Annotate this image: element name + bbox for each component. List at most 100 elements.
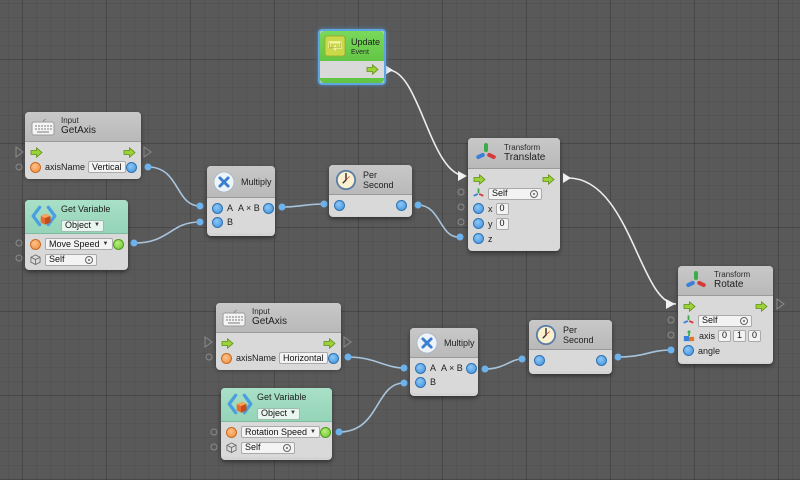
output-label: A × B [238,203,260,213]
input-a-port[interactable] [212,202,223,214]
get-variable-move-speed-node[interactable]: Get Variable Object▼ Move Speed▼ Self [25,200,128,270]
per-second-node-1[interactable]: Per Second [329,165,412,217]
node-title: Translate [504,151,546,163]
object-picker-icon[interactable] [283,443,291,452]
input-port[interactable] [334,199,345,211]
value-wire-multiply2-to-persecond2 [484,358,523,370]
value-wire-rotspeed-to-multiply2-b [338,382,405,433]
value-wire-multiply1-to-persecond1 [281,203,325,208]
keyboard-icon [222,309,246,327]
axis-x-field[interactable]: 0 [718,329,732,342]
input-b-label: B [430,377,437,387]
axis-value-output-port[interactable] [125,161,137,173]
flow-in-arrow-icon[interactable] [30,147,43,158]
transform-icon [684,269,708,293]
output-port[interactable] [396,199,407,211]
variable-name-value: Move Speed [49,238,100,249]
output-port[interactable] [465,362,477,374]
variable-kind-dropdown[interactable]: Object▼ [61,219,104,232]
target-field[interactable]: Self [45,253,97,266]
value-wire-movespeed-to-multiply-b [133,221,201,244]
axis-name-field[interactable]: Vertical [88,161,126,173]
target-field[interactable]: Self [241,441,295,454]
variable-name-dropdown[interactable]: Move Speed▼ [45,238,113,250]
node-title: Get Variable [257,392,307,402]
value-wire-vertical-to-multiply-a [147,166,201,207]
transform-small-icon [473,188,484,199]
axis-value-output-port[interactable] [327,352,339,364]
output-port[interactable] [262,202,274,214]
output-port[interactable] [596,354,607,366]
transform-translate-node[interactable]: Transform Translate Self x 0 [468,138,560,251]
object-cube-icon [30,254,41,265]
input-b-label: B [227,217,234,227]
axis-name-port[interactable] [30,161,41,173]
input-b-port[interactable] [212,216,223,228]
axis-name-field[interactable]: Horizontal [279,352,328,364]
keyboard-icon [31,118,55,136]
node-title: Rotate [714,279,744,290]
multiply-node-2[interactable]: Multiply A A × B B [410,328,478,396]
value-output-port[interactable] [320,426,331,438]
flow-out-arrow-icon[interactable] [323,338,336,349]
multiply-icon [213,171,235,193]
object-picker-icon[interactable] [530,189,538,198]
variable-kind-value: Object [65,220,92,230]
chevron-down-icon: ▼ [102,240,109,247]
transform-rotate-node[interactable]: Transform Rotate Self axis 0 1 [678,266,773,364]
axis-name-port[interactable] [221,352,232,364]
variable-kind-dropdown[interactable]: Object▼ [257,407,300,420]
flow-out-arrow-icon[interactable] [542,174,555,185]
input-port[interactable] [534,354,545,366]
value-output-port[interactable] [112,238,124,250]
node-subtitle: Event [351,48,369,56]
node-title: GetAxis [252,316,288,327]
flow-in-arrow-icon[interactable] [473,174,486,185]
variable-name-port[interactable] [30,238,41,250]
angle-port[interactable] [683,345,694,356]
node-title: Multiply [444,337,475,348]
variable-name-port[interactable] [226,426,237,438]
node-category: Transform [714,270,751,279]
transform-icon [474,141,498,165]
input-a-port[interactable] [415,362,426,374]
flow-in-arrow-icon[interactable] [683,301,696,312]
axis-z-field[interactable]: 0 [748,329,762,342]
chevron-down-icon: ▼ [310,428,316,435]
value-wire-persecond2-to-rotate-angle [617,349,672,358]
object-picker-icon[interactable] [85,255,93,264]
multiply-icon [416,332,438,354]
y-port[interactable] [473,218,484,229]
variable-kind-value: Object [261,408,288,418]
target-field[interactable]: Self [488,187,542,200]
variable-name-dropdown[interactable]: Rotation Speed▼ [241,426,320,438]
variable-icon [31,203,57,229]
flow-out-arrow-icon[interactable] [123,147,136,158]
axis-vector-icon [683,330,695,342]
object-picker-icon[interactable] [740,316,748,325]
update-event-node[interactable]: Update Event [318,29,386,85]
y-label: y [488,218,493,229]
x-port[interactable] [473,203,484,214]
target-value: Self [49,254,65,264]
get-axis-vertical-node[interactable]: Input GetAxis axisName Vertical [25,112,141,179]
axis-y-field[interactable]: 1 [733,329,747,342]
input-b-port[interactable] [415,376,426,388]
node-title: Update [351,36,381,47]
flow-out-arrow-icon[interactable] [755,301,768,312]
flow-out-arrow-icon[interactable] [366,64,379,75]
x-field[interactable]: 0 [495,202,509,215]
chevron-down-icon: ▼ [290,410,296,416]
y-field[interactable]: 0 [495,217,509,230]
node-title: Per Second [563,324,594,345]
get-axis-horizontal-node[interactable]: Input GetAxis axisName Horizontal [216,303,341,370]
z-port[interactable] [473,233,484,244]
target-field[interactable]: Self [698,314,752,327]
per-second-node-2[interactable]: Per Second [529,320,612,374]
flow-in-arrow-icon[interactable] [221,338,234,349]
multiply-node-1[interactable]: Multiply A A × B B [207,166,275,236]
input-a-label: A [227,203,234,213]
variable-icon [227,391,253,417]
get-variable-rotation-speed-node[interactable]: Get Variable Object▼ Rotation Speed▼ Sel… [221,388,332,460]
